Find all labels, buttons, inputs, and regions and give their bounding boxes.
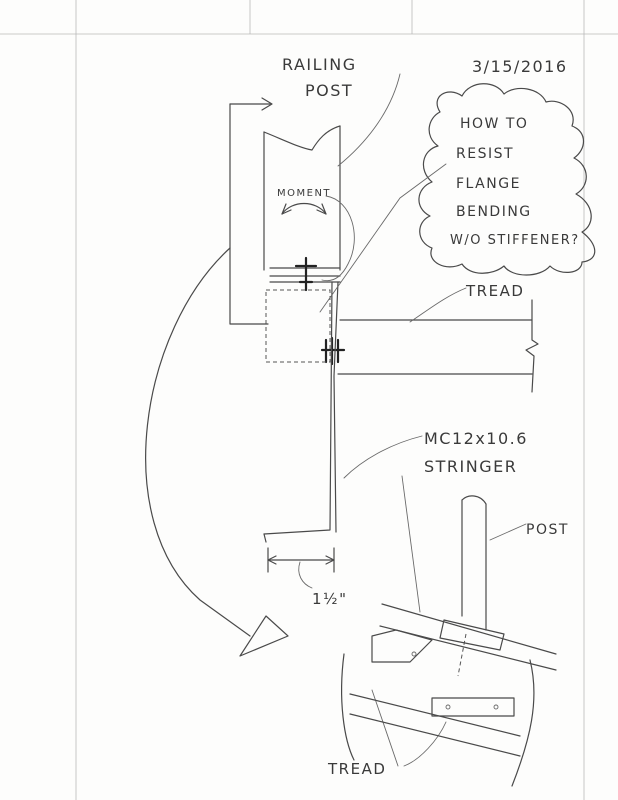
stringer-channel: [263, 281, 339, 543]
leader-tread-top: [409, 287, 467, 323]
big-curved-arrow: [145, 247, 251, 637]
leader-tread-bottom-2: [403, 721, 447, 767]
bracket-top-arrow: [229, 97, 273, 111]
moment-arrowhead-left: [281, 203, 292, 215]
leader-tread-bottom-1: [371, 689, 399, 767]
railing-post-label-line2: POST: [305, 81, 353, 100]
stringer-label-line2: STRINGER: [424, 457, 517, 476]
moment-arrowhead-right: [316, 203, 327, 215]
question-line-2: RESIST: [456, 146, 514, 162]
railing-post-drawing: [263, 125, 341, 283]
leader-stringer: [343, 435, 423, 479]
detail-circle: [321, 195, 355, 282]
isometric-detail: [341, 495, 557, 787]
moment-label: MOMENT: [277, 188, 331, 199]
railing-post-label-line1: RAILING: [282, 55, 357, 74]
leader-post-small: [489, 523, 527, 541]
leader-railing-post: [337, 73, 401, 167]
tread-bottom-label: TREAD: [327, 760, 386, 778]
big-arrowhead: [239, 615, 289, 657]
moment-arrow: [281, 202, 327, 215]
question-line-4: BENDING: [456, 204, 532, 220]
bolt-top: [294, 256, 318, 292]
bracket-line: [229, 103, 269, 325]
tread-top-label: TREAD: [465, 282, 524, 300]
dashed-outline: [265, 289, 331, 363]
date-label: 3/15/2016: [472, 57, 568, 76]
question-cloud: [418, 83, 596, 276]
post-small-label: POST: [526, 522, 569, 538]
tread-top-drawing: [337, 299, 539, 393]
dimension-1-5in: [267, 547, 335, 589]
question-line-1: HOW TO: [460, 116, 528, 132]
dimension-label: 1½": [312, 590, 347, 608]
leader-stringer-to-detail: [401, 475, 421, 613]
question-line-5: W/O STIFFENER?: [450, 233, 580, 248]
bolt-web: [320, 336, 346, 366]
question-line-3: FLANGE: [456, 176, 521, 192]
leader-question: [319, 163, 447, 313]
stringer-label-line1: MC12x10.6: [424, 429, 528, 448]
